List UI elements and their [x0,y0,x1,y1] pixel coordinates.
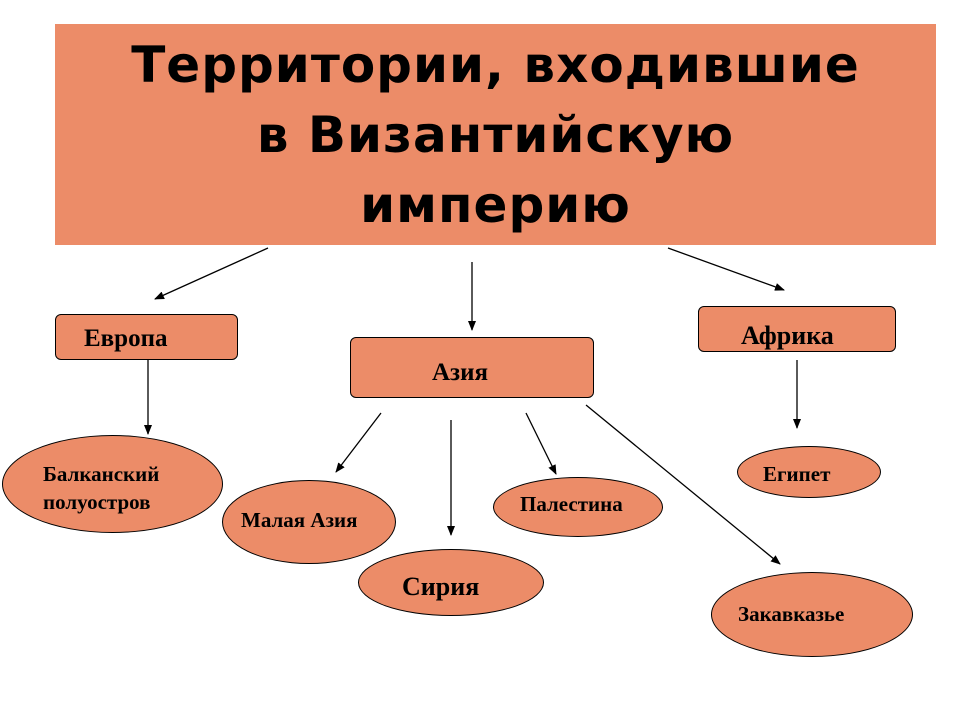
territory-transcaucasia-label: Закавказье [738,602,845,626]
region-asia-label: Азия [432,359,489,386]
region-europe-label: Европа [84,325,168,352]
arrow-asia-asia-minor [335,412,382,473]
arrow-title-africa [667,247,785,291]
diagram-title: Территории, входившие в Византийскую имп… [131,35,860,234]
region-europe: Европа [55,314,238,360]
territory-syria-label: Сирия [402,572,480,601]
arrow-asia-transcaucasia [585,404,781,565]
territory-asia-minor-label: Малая Азия [241,508,358,532]
territory-balkan: Балканский полуостров [2,435,223,533]
region-africa: Африка [698,306,896,352]
territory-asia-minor: Малая Азия [222,480,396,564]
arrow-title-europe [154,247,269,300]
title-box: Территории, входившие в Византийскую имп… [55,24,936,245]
territory-palestine-label: Палестина [520,492,623,516]
territory-balkan-label: Балканский полуостров [43,462,160,514]
territory-egypt: Египет [737,446,881,498]
territory-syria: Сирия [358,549,544,616]
region-africa-label: Африка [741,321,834,350]
arrow-asia-palestine [525,412,557,475]
territory-palestine: Палестина [493,477,663,537]
region-asia: Азия [350,337,594,398]
territory-egypt-label: Египет [763,462,831,486]
territory-transcaucasia: Закавказье [711,572,913,657]
